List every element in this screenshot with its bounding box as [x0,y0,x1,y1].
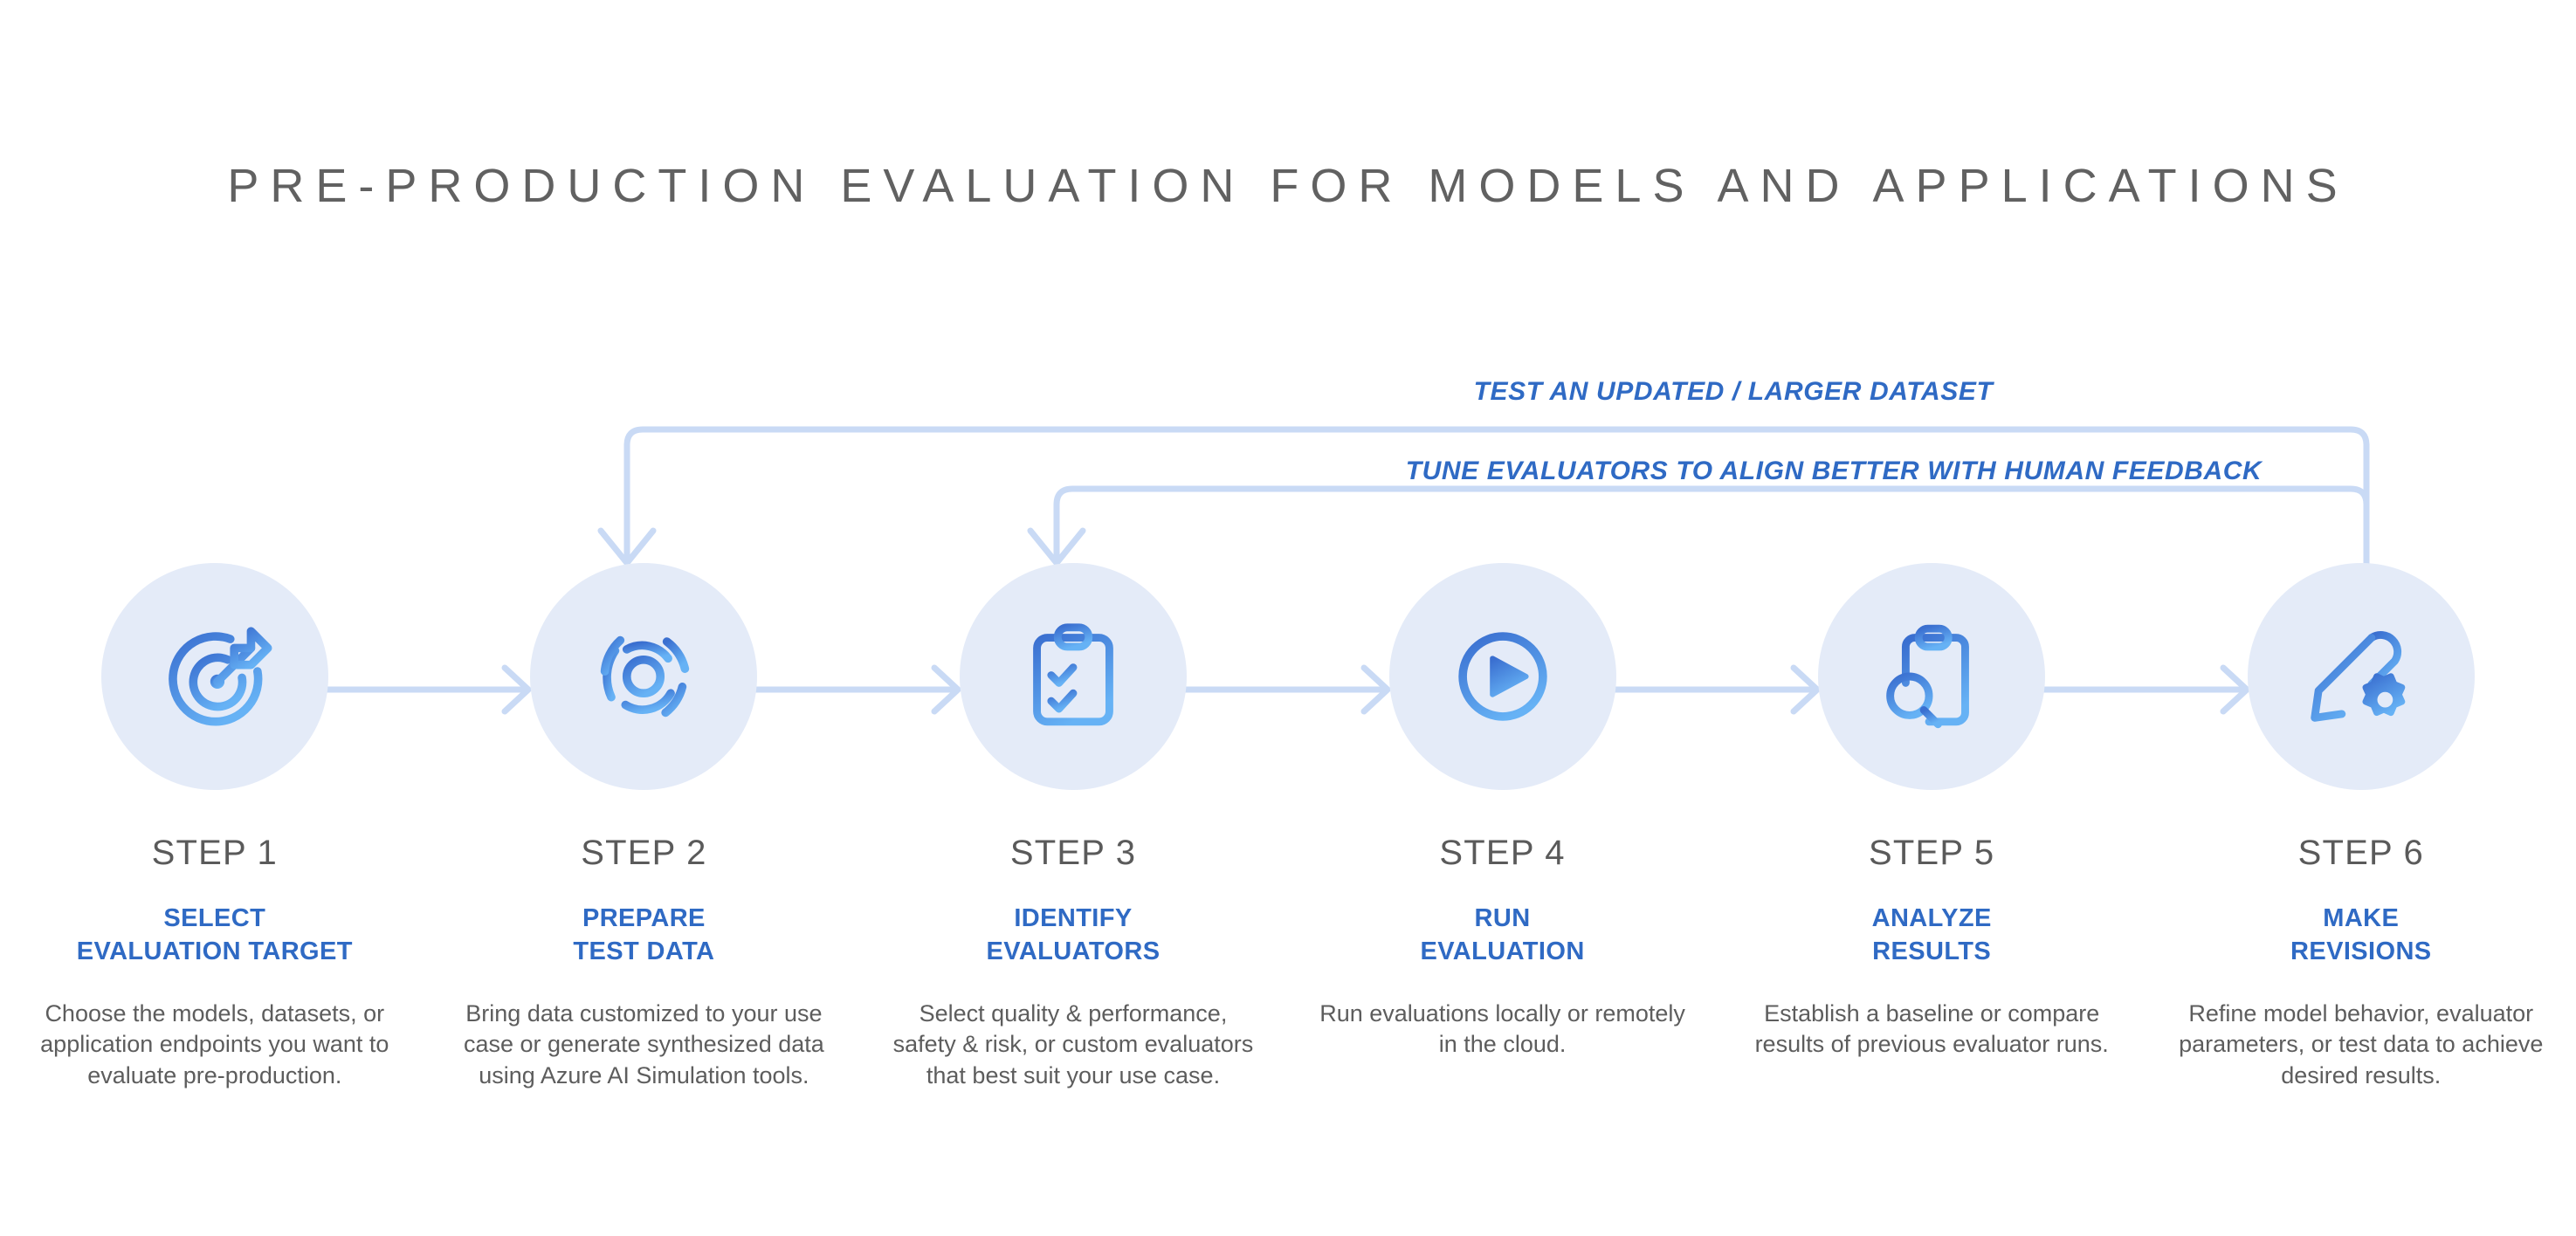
step-icon-circle-1[interactable] [100,563,328,790]
step-number-4: STEP 4 [1439,834,1566,872]
step-number-3: STEP 3 [1009,834,1137,872]
clipboard-search-icon [1886,624,1970,729]
play-circle-icon [1457,632,1547,721]
step-description-2: Bring data customized to your use case o… [464,999,824,1088]
step-icon-circle-6[interactable] [2247,563,2475,790]
page-title: PRE-PRODUCTION EVALUATION FOR MODELS AND… [227,160,2349,212]
clipboard-checklist-icon [1033,623,1113,726]
step-icon-circle-5[interactable] [1818,563,2046,790]
step-number-5: STEP 5 [1869,834,1995,872]
step-description-3: Select quality & performance, safety & r… [892,999,1254,1088]
step-description-6: Refine model behavior, evaluator paramet… [2179,999,2544,1088]
step-number-6: STEP 6 [2297,834,2424,872]
concentric-rings-icon [601,635,690,718]
feedback-loop-label-dataset: TEST AN UPDATED / LARGER DATASET [1473,377,1994,406]
step-description-1: Choose the models, datasets, or applicat… [40,999,389,1088]
feedback-loop-dataset-path [597,426,2370,580]
step-description-4: Run evaluations locally or remotely in t… [1319,999,1685,1058]
step-number-2: STEP 2 [581,834,707,872]
target-arrow-icon [169,627,272,726]
step-description-5: Establish a baseline or compare results … [1754,999,2109,1058]
step-icon-circle-4[interactable] [1388,563,1616,790]
feedback-loop-label-evaluators: TUNE EVALUATORS TO ALIGN BETTER WITH HUM… [1405,457,2263,485]
pencil-gear-icon [2311,631,2406,722]
step-number-1: STEP 1 [151,834,278,872]
step-icon-circle-2[interactable] [530,563,758,790]
step-icon-circle-3[interactable] [959,563,1187,790]
